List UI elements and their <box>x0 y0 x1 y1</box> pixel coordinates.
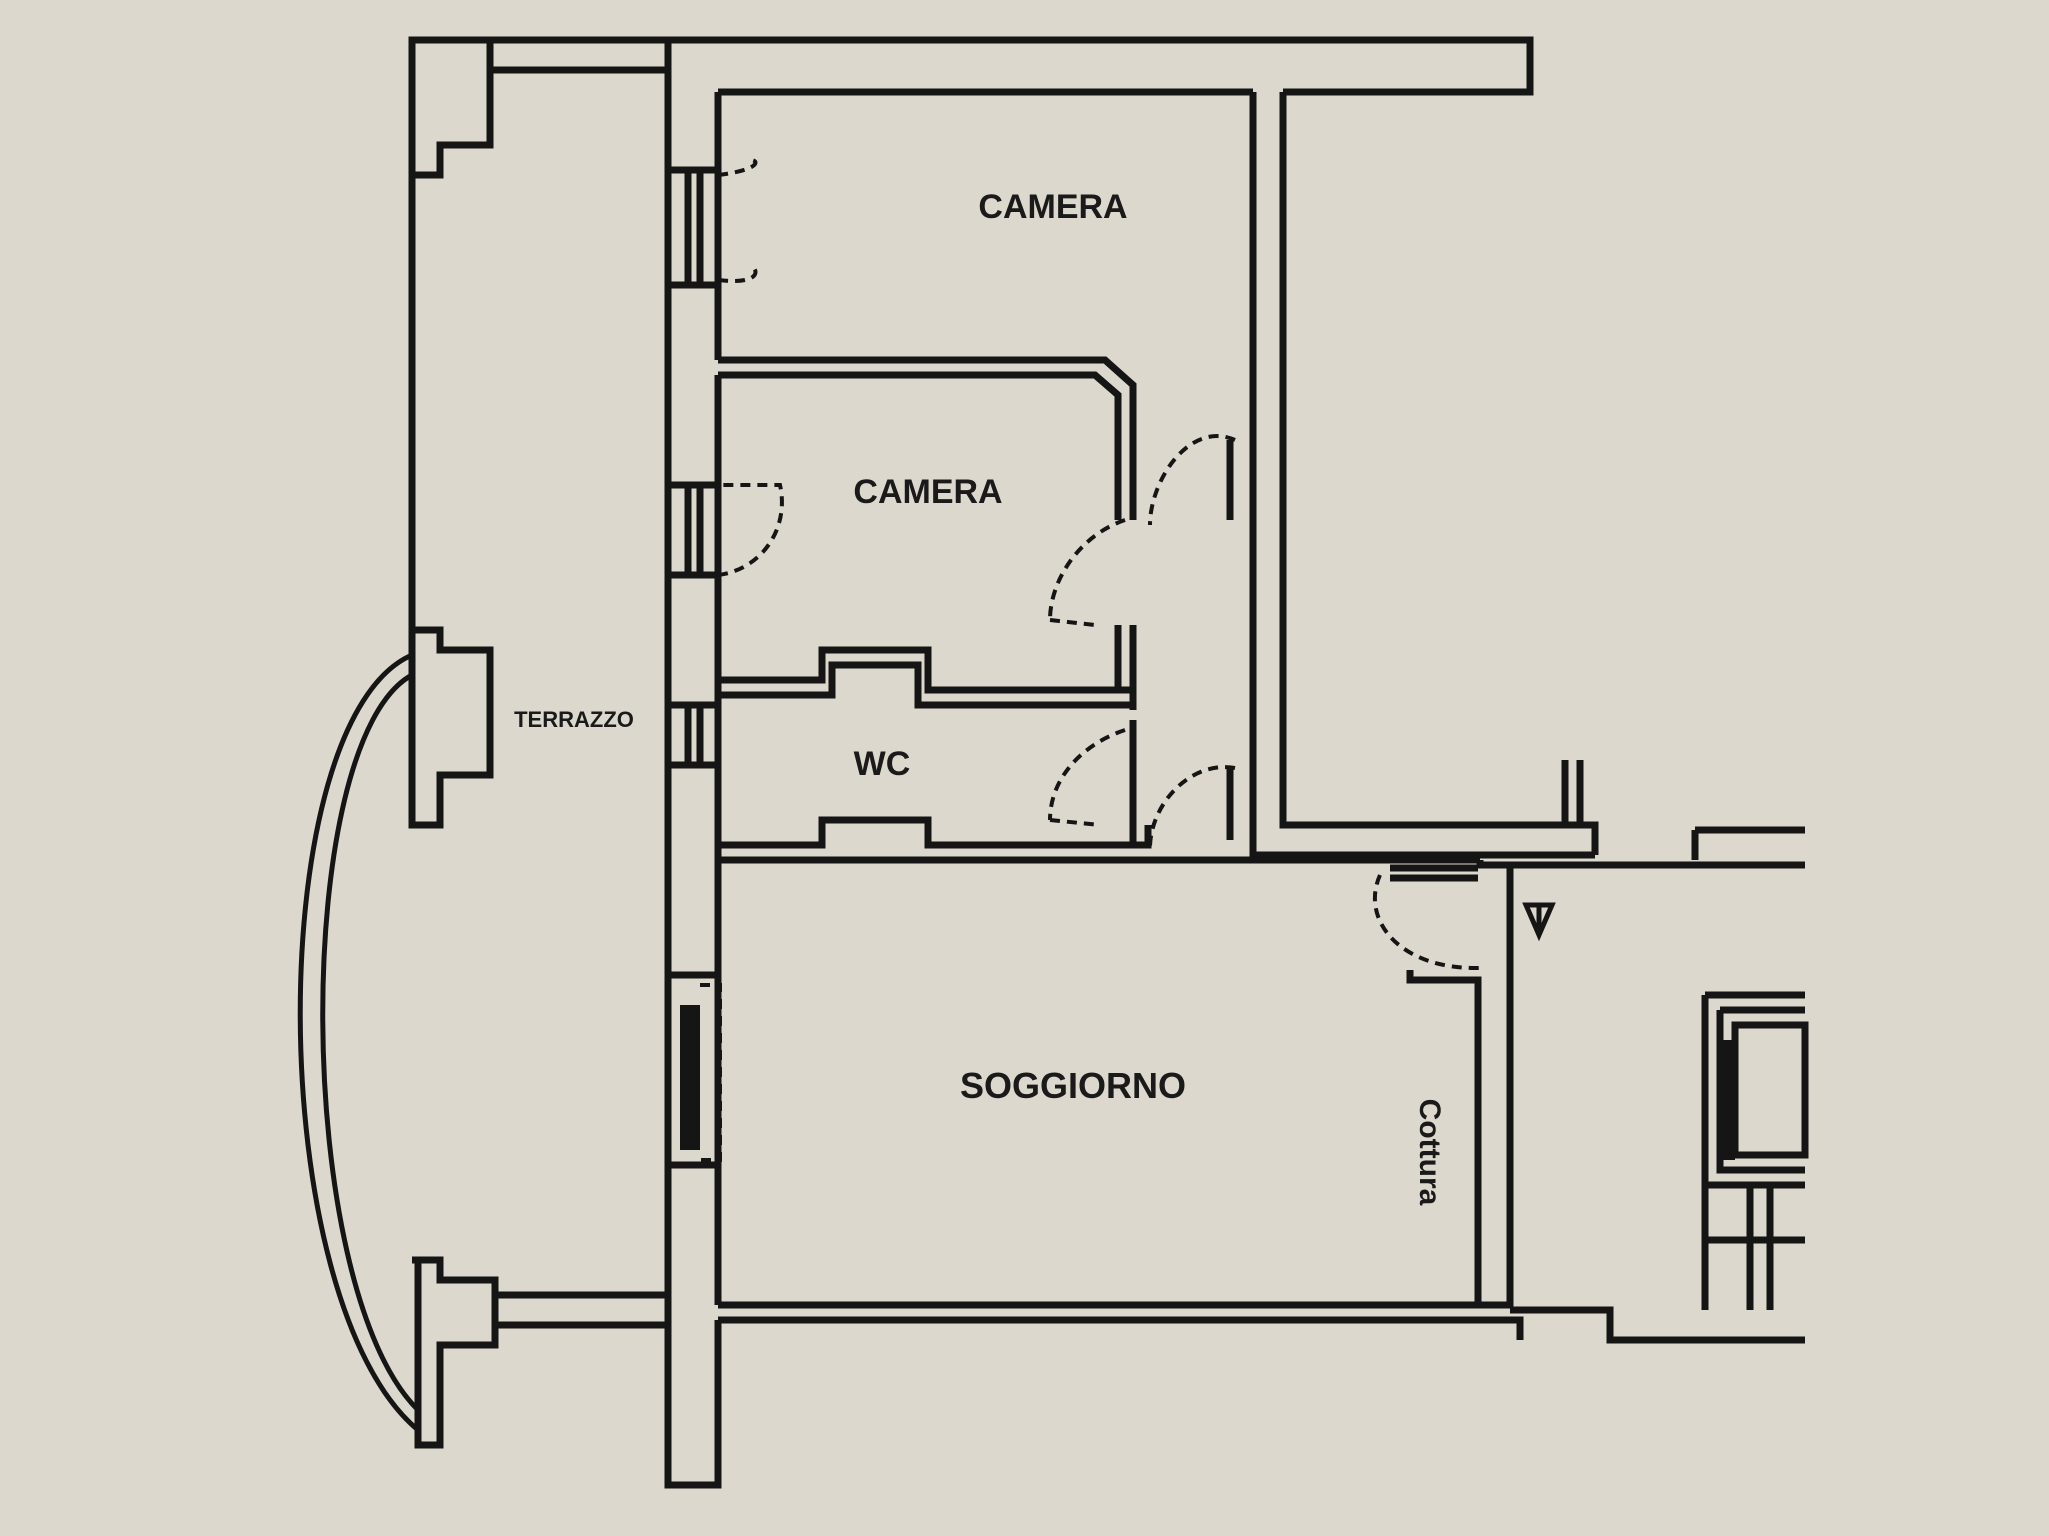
top-wall <box>668 36 1534 96</box>
wc-door-swing <box>1048 728 1126 827</box>
kitchenette <box>1701 991 1809 1310</box>
terrace-lower-wall <box>495 1291 668 1329</box>
balcony-curve-inner <box>320 672 420 1412</box>
entrance-triangle-icon <box>1522 902 1556 942</box>
entry-wall <box>1510 826 1805 1344</box>
balcony-curve-outer <box>297 652 420 1432</box>
entry-door-leaf <box>1390 864 1478 882</box>
soggiorno-bottom-wall <box>718 970 1524 1340</box>
window-camera-1 <box>668 166 718 289</box>
windows <box>668 166 722 1169</box>
wc-bottom-partition <box>718 816 1152 849</box>
window-soggiorno-fill <box>680 1005 700 1150</box>
label-terrazzo: TERRAZZO <box>514 707 634 732</box>
entry-door-swing <box>1373 874 1481 971</box>
kitchenette-fill <box>1720 1040 1735 1160</box>
wc-right-wall <box>1114 625 1137 845</box>
label-camera-2: CAMERA <box>853 473 1002 511</box>
camera2-door-swing <box>1048 518 1126 627</box>
window-wc <box>668 701 718 769</box>
label-camera-1: CAMERA <box>978 188 1127 226</box>
window-soggiorno <box>668 971 718 1169</box>
camera1-door-swing <box>1148 434 1236 526</box>
terrace-wall <box>408 36 668 829</box>
label-wc: WC <box>854 745 911 783</box>
camera-partition <box>718 356 1137 520</box>
window-soggiorno-dash <box>700 983 722 1162</box>
label-soggiorno: SOGGIORNO <box>960 1065 1186 1106</box>
label-cottura: Cottura <box>1413 1099 1446 1206</box>
doors <box>717 158 1556 971</box>
terrace-lower-jamb <box>412 1256 499 1449</box>
terrace-wall-top-inner <box>486 40 668 74</box>
window-camera-2 <box>668 481 718 579</box>
terrace-curve <box>297 652 420 1432</box>
camera1-window-swing <box>717 158 758 283</box>
right-stub <box>1561 760 1584 825</box>
room-labels: CAMERA CAMERA WC SOGGIORNO TERRAZZO Cott… <box>514 188 1446 1206</box>
soggiorno-top-wall <box>718 855 1480 864</box>
